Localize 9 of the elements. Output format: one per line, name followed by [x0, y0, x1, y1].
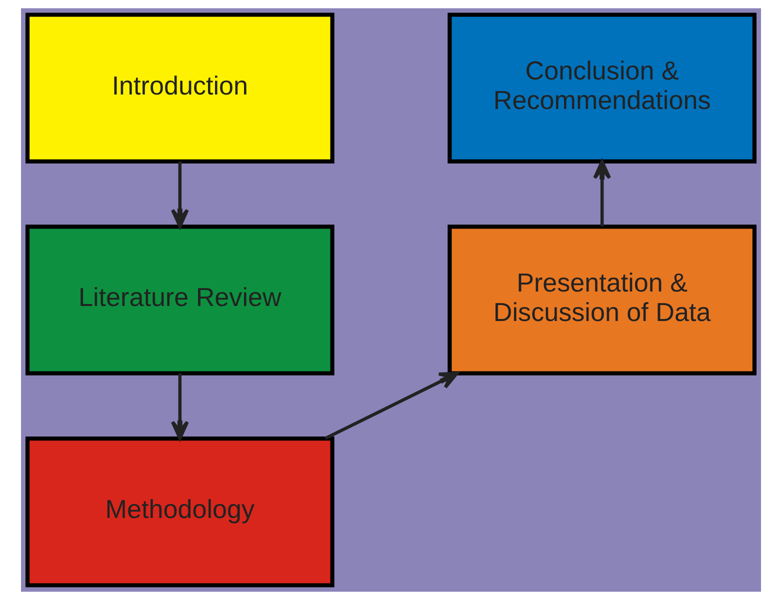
arrow	[170, 373, 188, 440]
node-box: Presentation & Discussion of Data	[447, 224, 756, 376]
node-box: Methodology	[24, 436, 334, 588]
arrow	[170, 162, 188, 228]
node-box: Literature Review	[24, 224, 334, 376]
node-box: Conclusion & Recommendations	[447, 12, 756, 164]
node-box: Introduction	[24, 12, 334, 164]
arrow	[592, 160, 611, 226]
arrow	[324, 372, 458, 440]
